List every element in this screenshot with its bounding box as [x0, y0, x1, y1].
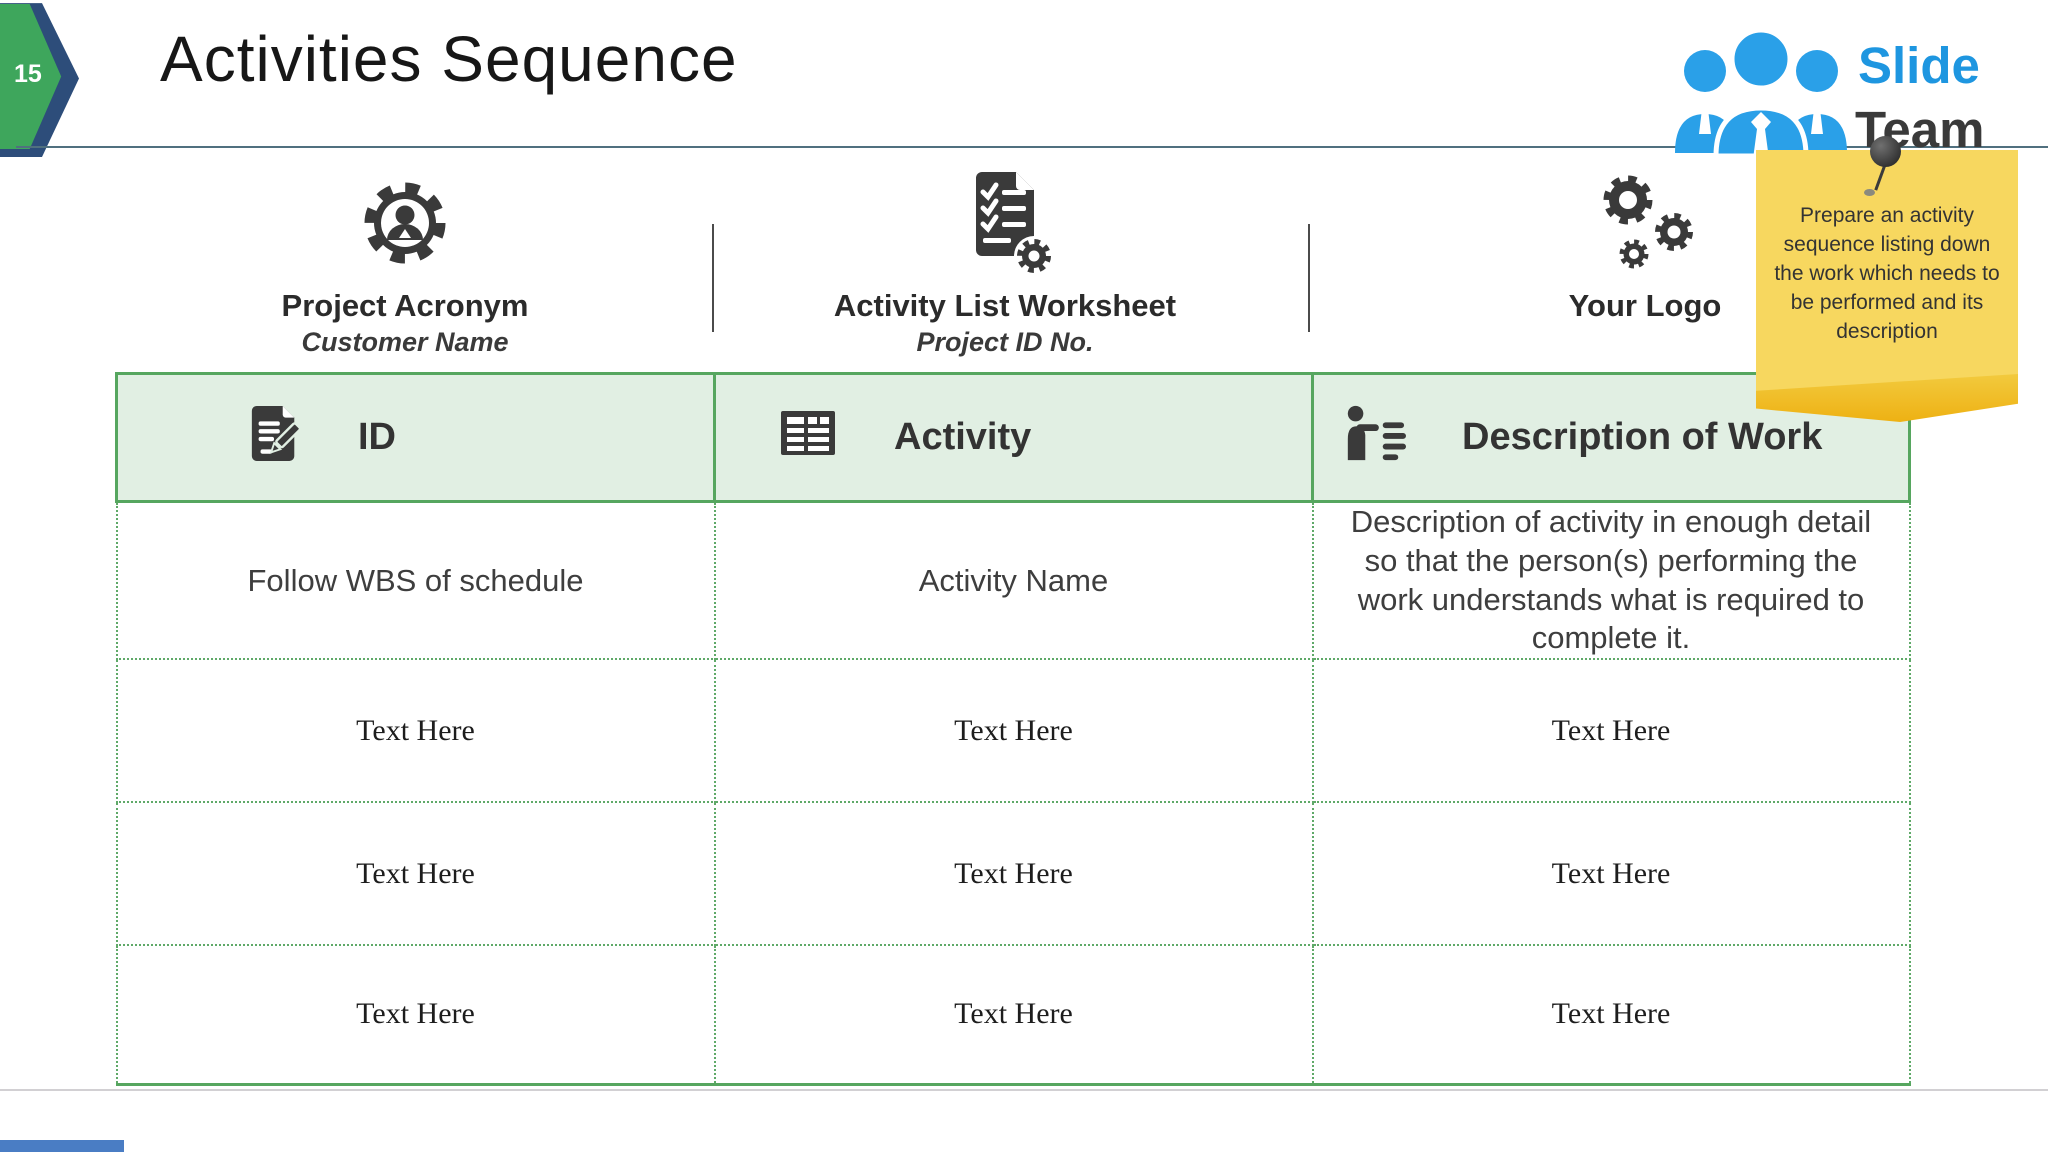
table-row: Text Here Text Here Text Here: [115, 801, 1911, 946]
column-header-description-of-work: Description of Work: [1311, 372, 1911, 503]
activities-table: ID: [115, 372, 1911, 1086]
spreadsheet-icon: [778, 408, 838, 468]
info-item-activity-list-worksheet: Activity List Worksheet Project ID No.: [795, 172, 1215, 358]
cell-placeholder: Text Here: [713, 944, 1314, 1086]
checklist-gear-icon: [949, 172, 1061, 278]
footer-divider: [0, 1089, 2048, 1091]
slide-number: 15: [14, 60, 42, 88]
cell-placeholder: Text Here: [115, 944, 716, 1086]
column-header-label: Description of Work: [1462, 416, 1823, 458]
info-title: Activity List Worksheet: [833, 288, 1177, 323]
team-people-icon: [1668, 22, 1854, 165]
cell-placeholder: Text Here: [1311, 944, 1911, 1086]
person-list-icon: [1342, 403, 1406, 473]
cell-id-guideline: Follow WBS of schedule: [115, 500, 716, 660]
cell-activity-guideline: Activity Name: [713, 500, 1314, 660]
sticky-note-text: Prepare an activity sequence listing dow…: [1774, 204, 2000, 343]
cell-description-guideline: Description of activity in enough detail…: [1311, 500, 1911, 660]
info-item-your-logo: Your Logo: [1435, 175, 1855, 327]
info-subtitle: Project ID No.: [916, 327, 1094, 357]
push-pin-foot: [1864, 189, 1875, 196]
three-gears-icon: [1586, 175, 1704, 278]
info-item-project-acronym: Project Acronym Customer Name: [195, 176, 615, 358]
column-header-label: Activity: [894, 416, 1032, 458]
logo-text-slide: Slide: [1858, 37, 1980, 94]
cell-placeholder: Text Here: [713, 801, 1314, 946]
cell-placeholder: Text Here: [713, 658, 1314, 803]
push-pin-head: [1870, 136, 1901, 167]
table-row: Follow WBS of schedule Activity Name Des…: [115, 500, 1911, 660]
progress-bar: [0, 1140, 124, 1152]
cell-placeholder: Text Here: [115, 801, 716, 946]
column-header-activity: Activity: [713, 372, 1314, 503]
column-header-id: ID: [115, 372, 716, 503]
table-header-row: ID: [115, 372, 1911, 503]
gear-person-icon: [349, 176, 461, 278]
title-divider: [16, 146, 2048, 148]
table-row: Text Here Text Here Text Here: [115, 658, 1911, 803]
column-header-label: ID: [358, 416, 396, 458]
page-title: Activities Sequence: [160, 23, 738, 95]
cell-placeholder: Text Here: [115, 658, 716, 803]
document-pencil-icon: [248, 404, 302, 472]
cell-placeholder: Text Here: [1311, 801, 1911, 946]
table-row: Text Here Text Here Text Here: [115, 944, 1911, 1086]
info-title: Your Logo: [1568, 288, 1722, 323]
info-divider: [1308, 224, 1310, 332]
cell-placeholder: Text Here: [1311, 658, 1911, 803]
info-title: Project Acronym: [281, 288, 529, 323]
sticky-note: Prepare an activity sequence listing dow…: [1756, 150, 2018, 400]
info-subtitle: Customer Name: [301, 327, 509, 357]
info-divider: [712, 224, 714, 332]
